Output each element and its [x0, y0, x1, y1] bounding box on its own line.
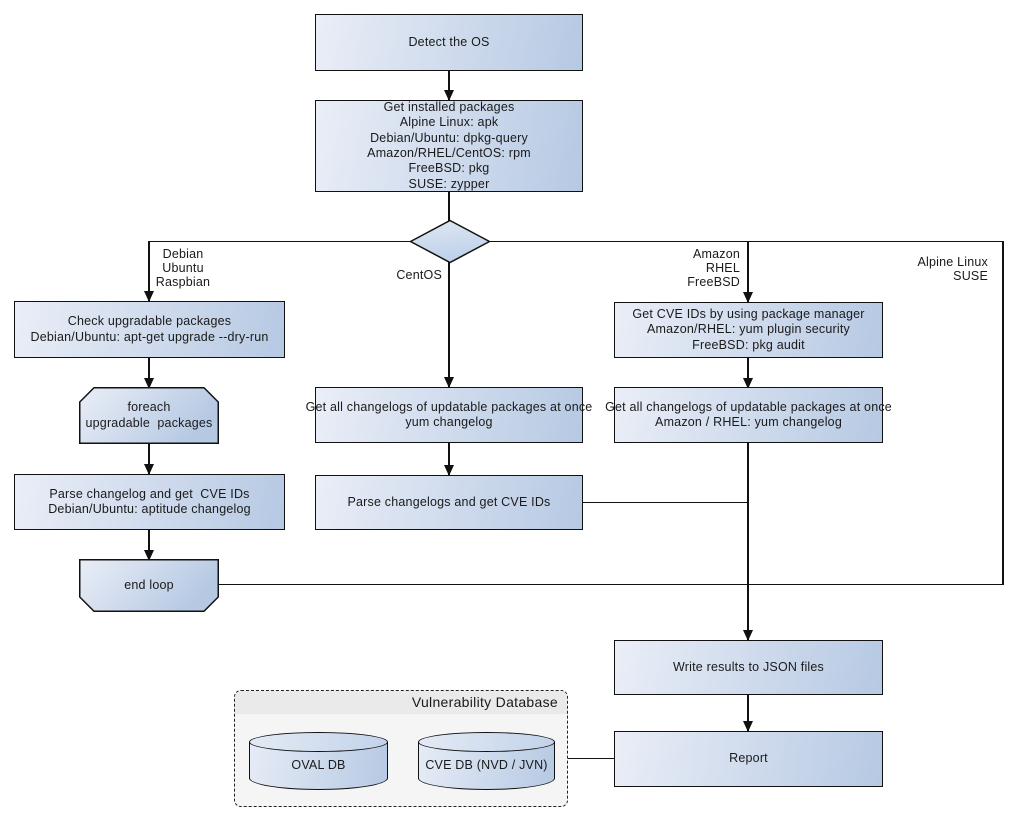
cylinder-top	[249, 732, 388, 752]
node-get-changelogs-centos: Get all changelogs of updatable packages…	[306, 387, 592, 443]
oval-db-cylinder: OVAL DB	[249, 732, 388, 790]
node-label: Parse changelogs and get CVE IDs	[347, 494, 551, 509]
arrowhead	[144, 378, 154, 389]
cve-db-cylinder: CVE DB (NVD / JVN)	[418, 732, 555, 790]
arrowhead	[743, 630, 753, 641]
arrowhead	[144, 291, 154, 302]
node-label: Get CVE IDs by using package manager Ama…	[632, 307, 865, 352]
oval-db-label: OVAL DB	[291, 757, 346, 772]
branch-label-centos: CentOS	[396, 268, 442, 282]
node-get-cve-ids-package-manager: Get CVE IDs by using package manager Ama…	[614, 302, 883, 358]
connector-line	[149, 240, 1003, 242]
node-write-results-json: Write results to JSON files	[614, 640, 883, 695]
connector-line	[148, 358, 150, 388]
connector-line	[448, 71, 450, 100]
node-label: end loop	[124, 577, 174, 592]
node-label: Parse changelog and get CVE IDs Debian/U…	[48, 486, 251, 516]
node-label: Get all changelogs of updatable packages…	[605, 399, 892, 429]
arrowhead	[444, 90, 454, 101]
connector-line	[747, 695, 749, 731]
branch-label-alpine: Alpine Linux SUSE	[917, 255, 988, 283]
connector-line	[148, 241, 150, 301]
connector-line	[747, 443, 749, 640]
vulnerability-database-container: Vulnerability Database OVAL DB CVE DB (N…	[234, 690, 568, 807]
connector-line	[148, 443, 150, 474]
node-label: Get all changelogs of updatable packages…	[305, 399, 593, 429]
node-detect-os: Detect the OS	[315, 14, 583, 71]
connector-line	[747, 241, 749, 302]
loop-end-shape	[79, 559, 219, 612]
connector-line	[583, 501, 748, 503]
arrowhead	[444, 465, 454, 476]
arrowhead	[743, 378, 753, 389]
node-label: foreach upgradable packages	[85, 400, 213, 430]
node-label: Report	[729, 751, 768, 766]
node-label: Get installed packages Alpine Linux: apk…	[367, 100, 531, 191]
node-parse-changelogs-centos: Parse changelogs and get CVE IDs	[315, 475, 583, 530]
arrowhead	[743, 721, 753, 732]
node-end-loop: end loop	[79, 559, 219, 612]
node-label: Write results to JSON files	[672, 659, 825, 674]
cve-db-label: CVE DB (NVD / JVN)	[425, 757, 548, 772]
arrowhead	[144, 464, 154, 475]
arrowhead	[144, 550, 154, 561]
branch-label-amazon: Amazon RHEL FreeBSD	[687, 247, 740, 289]
connector-line	[218, 583, 1004, 585]
node-get-installed-packages: Get installed packages Alpine Linux: apk…	[315, 100, 583, 192]
cylinder-top	[418, 732, 555, 752]
node-foreach-upgradable-packages: foreach upgradable packages	[79, 387, 219, 444]
node-check-upgradable-packages: Check upgradable packages Debian/Ubuntu:…	[14, 301, 285, 358]
node-label: Detect the OS	[408, 34, 490, 49]
connector-line	[568, 757, 614, 759]
connector-line	[448, 262, 450, 387]
loop-start-shape	[79, 387, 219, 444]
connector-line	[1002, 241, 1004, 585]
connector-line	[448, 443, 450, 475]
arrowhead	[743, 292, 753, 303]
node-get-changelogs-amazon-rhel: Get all changelogs of updatable packages…	[605, 387, 892, 443]
node-report: Report	[614, 731, 883, 787]
connector-line	[747, 358, 749, 388]
node-label: Check upgradable packages Debian/Ubuntu:…	[30, 314, 269, 344]
node-parse-changelog-debian: Parse changelog and get CVE IDs Debian/U…	[14, 474, 285, 530]
connector-line	[148, 530, 150, 560]
arrowhead	[444, 377, 454, 388]
connector-line	[448, 192, 450, 221]
branch-label-debian: Debian Ubuntu Raspbian	[155, 247, 211, 289]
vulnerability-database-title: Vulnerability Database	[235, 691, 567, 714]
os-decision-diamond	[409, 219, 491, 264]
